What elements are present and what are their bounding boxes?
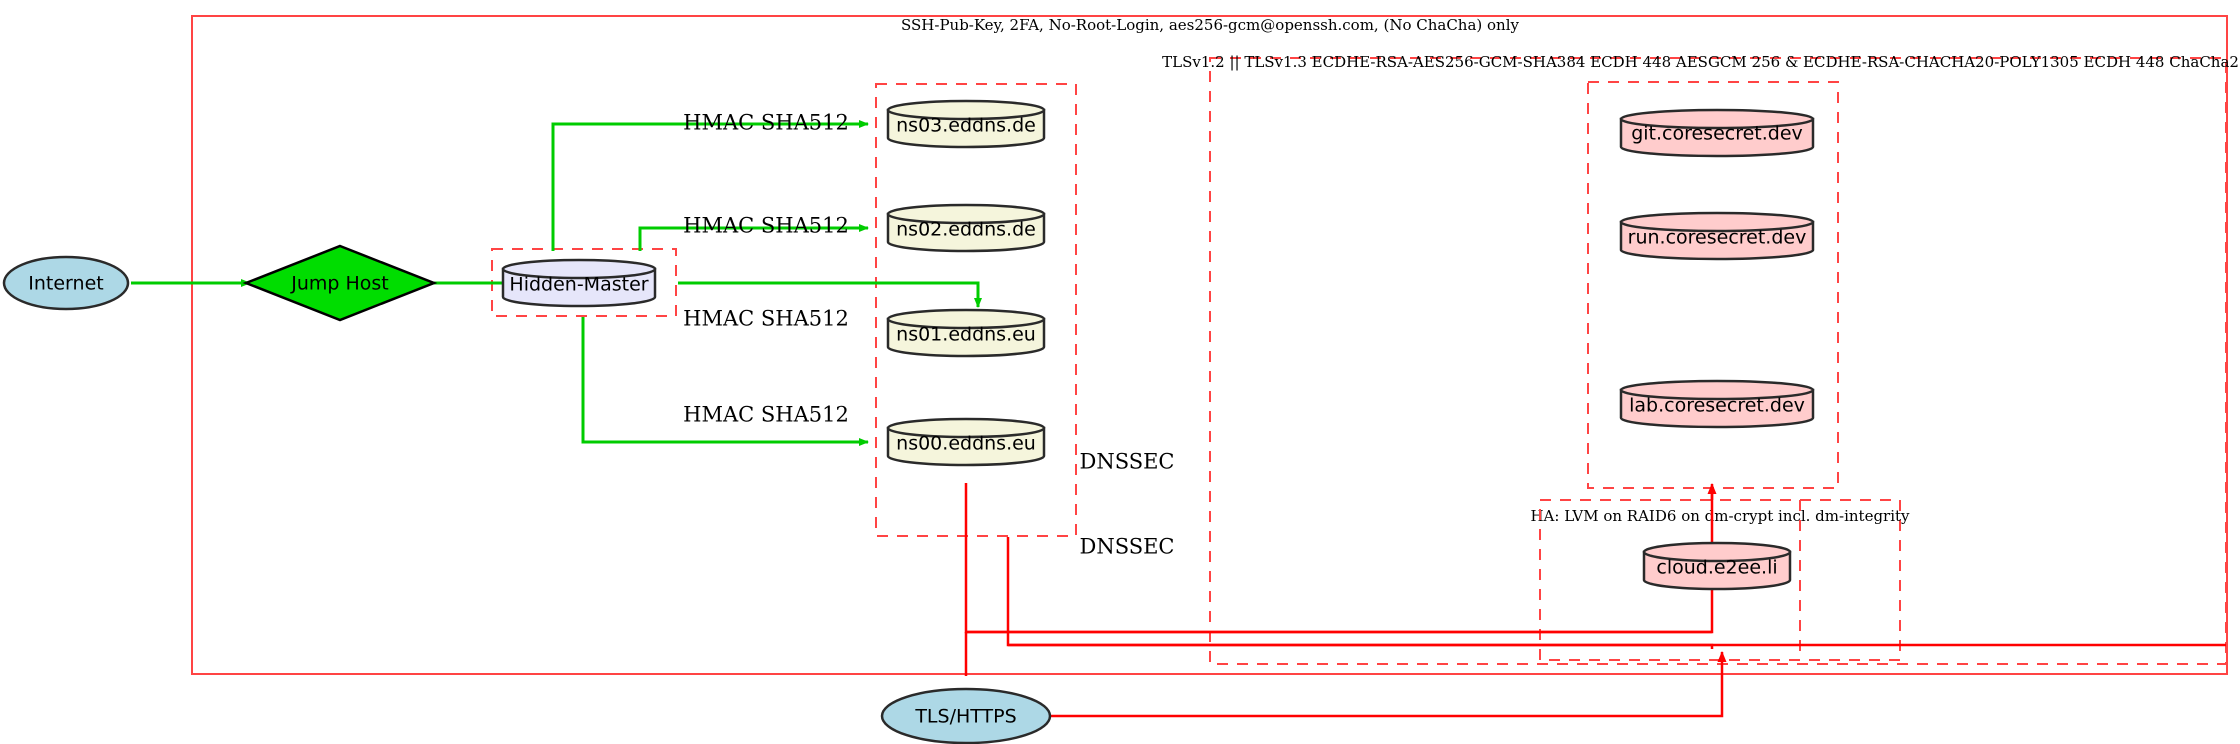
node-lab-coresecret[interactable]: [1619, 379, 1815, 429]
node-ns00[interactable]: [886, 417, 1046, 467]
node-tls-https-label: TLS/HTTPS: [914, 706, 1016, 728]
edge-hiddenmaster-ns01: [678, 281, 982, 308]
edge-dnssec-top: [964, 483, 1714, 634]
edge-label-hmac-ns02: HMAC SHA512: [683, 214, 849, 238]
node-ns01[interactable]: [886, 308, 1046, 358]
node-jump-host[interactable]: [242, 244, 438, 322]
cluster-ssh-label: SSH-Pub-Key, 2FA, No-Root-Login, aes256-…: [901, 16, 1520, 34]
cluster-tls: [1209, 57, 2227, 665]
node-ns03[interactable]: [886, 99, 1046, 149]
node-cloud-e2ee-label: cloud.e2ee.li: [1656, 557, 1777, 579]
node-hidden-master[interactable]: [501, 258, 657, 308]
node-cloud-e2ee[interactable]: [1642, 541, 1792, 591]
cluster-tls-label: TLSv1.2 || TLSv1.3 ECDHE-RSA-AES256-GCM-…: [1162, 53, 2240, 71]
edge-tlshttps-right: [1050, 651, 1727, 718]
node-ns00-label: ns00.eddns.eu: [896, 433, 1036, 455]
node-git-coresecret-label: git.coresecret.dev: [1631, 123, 1803, 145]
node-run-coresecret[interactable]: [1619, 211, 1815, 261]
edge-label-hmac-ns00: HMAC SHA512: [683, 403, 849, 427]
node-ns02-label: ns02.eddns.de: [896, 219, 1036, 241]
cluster-ha-label: HA: LVM on RAID6 on dm-crypt incl. dm-in…: [1530, 507, 1910, 525]
node-ns03-label: ns03.eddns.de: [896, 115, 1036, 137]
node-lab-coresecret-label: lab.coresecret.dev: [1629, 395, 1805, 417]
edge-hiddenmaster-ns02: [638, 224, 869, 251]
node-internet-label: Internet: [28, 273, 103, 295]
node-git-coresecret[interactable]: [1619, 108, 1815, 158]
edge-hiddenmaster-ns03: [551, 120, 869, 251]
cluster-cloud-inner: [1539, 499, 1801, 661]
edge-label-dnssec-bottom: DNSSEC: [1079, 535, 1174, 559]
node-ns01-label: ns01.eddns.eu: [896, 324, 1036, 346]
cluster-dns: [875, 83, 1077, 537]
node-hidden-master-label: Hidden-Master: [509, 274, 648, 296]
edge-label-dnssec-top: DNSSEC: [1079, 450, 1174, 474]
node-tls-https[interactable]: [880, 687, 1052, 744]
edge-label-hmac-ns01: HMAC SHA512: [683, 307, 849, 331]
node-internet[interactable]: [2, 255, 130, 311]
edge-label-hmac-ns03: HMAC SHA512: [683, 111, 849, 135]
edge-hiddenmaster-ns00: [581, 317, 869, 446]
node-jump-host-label: Jump Host: [290, 273, 389, 295]
node-run-coresecret-label: run.coresecret.dev: [1628, 227, 1807, 249]
node-ns02[interactable]: [886, 203, 1046, 253]
